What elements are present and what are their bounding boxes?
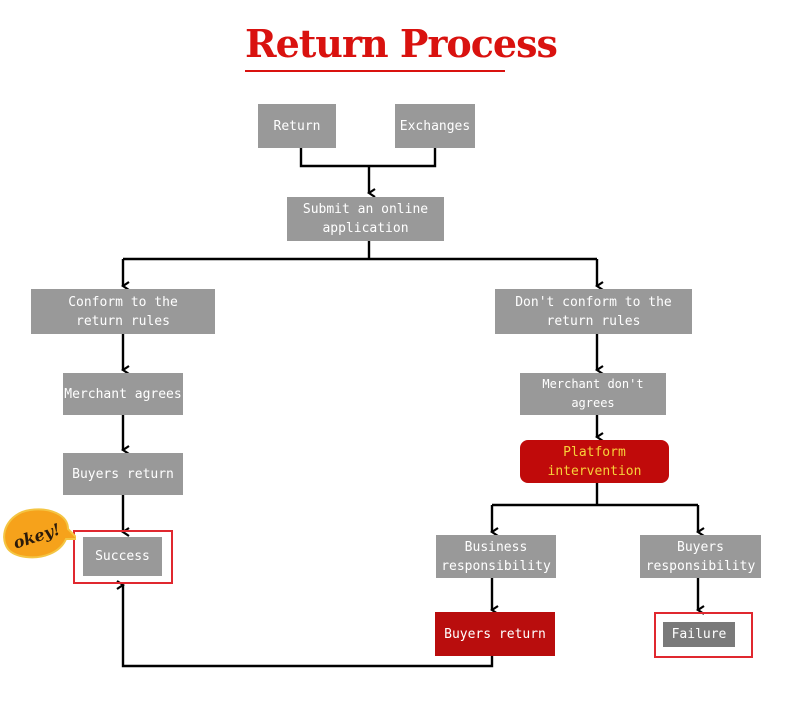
connector-platform-split [492, 483, 698, 507]
node-return: Return [258, 104, 336, 148]
okey-badge-icon: okey! [3, 508, 76, 559]
node-success: Success [83, 537, 162, 576]
node-exchanges: Exchanges [395, 104, 475, 148]
page-title: Return Process [245, 21, 558, 66]
node-conform-rules: Conform to the return rules [31, 289, 215, 334]
connector-exchanges [369, 148, 437, 168]
success-highlight-frame [73, 530, 173, 584]
node-not-conform-rules: Don't conform to the return rules [495, 289, 692, 334]
node-buyers-return-highlight: Buyers return [435, 612, 555, 656]
connector-submit-split [123, 241, 597, 261]
connector-return [299, 148, 369, 168]
node-business-responsibility: Business responsibility [436, 535, 556, 578]
node-failure: Failure [663, 622, 735, 647]
node-platform-intervention: Platform intervention [520, 440, 669, 483]
failure-highlight-frame [654, 612, 753, 658]
node-submit-application: Submit an online application [287, 197, 444, 241]
node-buyers-responsibility: Buyers responsibility [640, 535, 761, 578]
node-buyers-return: Buyers return [63, 453, 183, 495]
arrow-loop-to-success [116, 580, 494, 668]
node-merchant-dont-agree: Merchant don't agrees [520, 373, 666, 415]
node-merchant-agrees: Merchant agrees [63, 373, 183, 415]
title-underline [245, 70, 505, 72]
